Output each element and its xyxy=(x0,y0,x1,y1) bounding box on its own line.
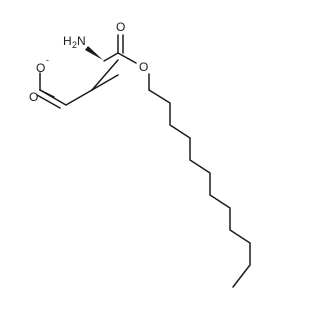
amine-subscript: 2 xyxy=(72,40,77,50)
molecule-structure: H 2 N O O O - O xyxy=(29,20,251,288)
amine-label: H 2 N xyxy=(63,34,86,50)
ester-carbonyl-oxygen: O xyxy=(116,20,125,34)
acid-carbonyl-oxygen: O xyxy=(29,90,38,104)
stereo-wedge xyxy=(85,46,103,60)
ester-oxygen: O xyxy=(139,60,148,74)
amine-n: N xyxy=(77,34,86,48)
carboxylate-oxygen: O xyxy=(36,61,45,75)
negative-charge: - xyxy=(46,55,49,65)
amine-h: H xyxy=(63,34,72,48)
bond-lines xyxy=(36,34,251,288)
